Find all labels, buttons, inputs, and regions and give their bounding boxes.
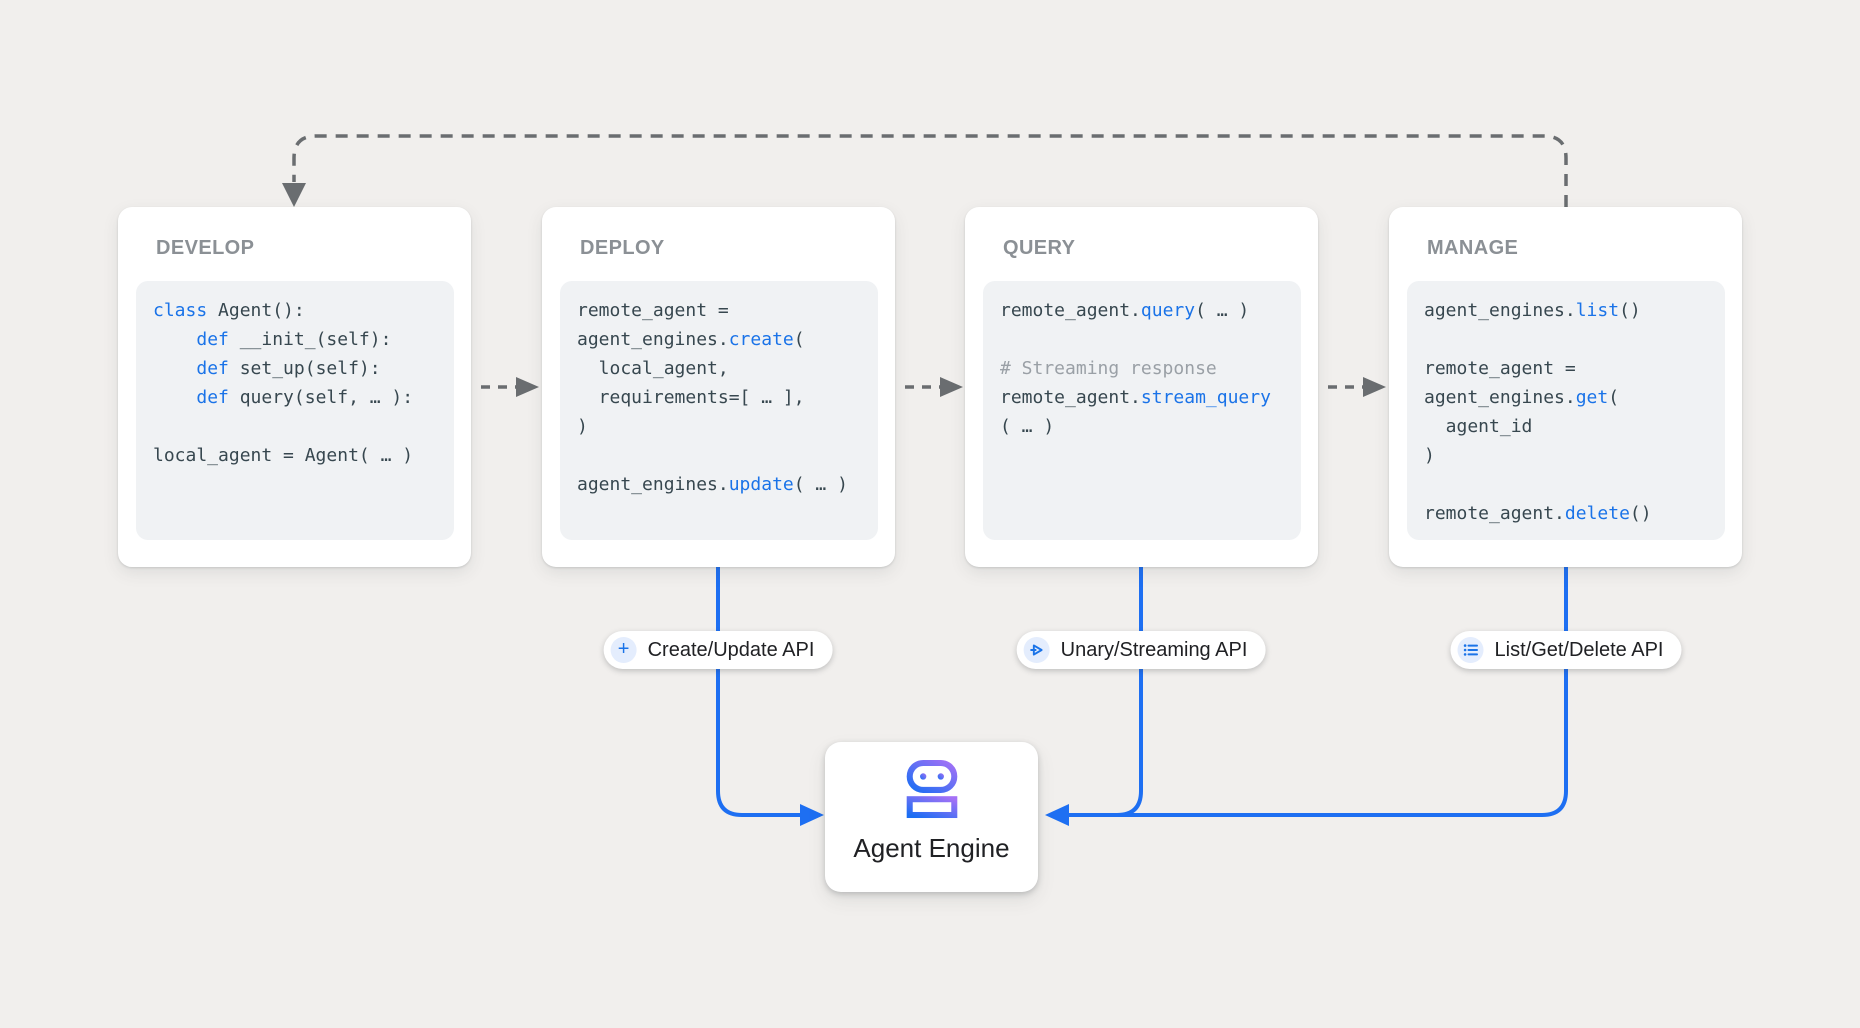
manage-code-block: agent_engines.list() remote_agent =agent… <box>1407 281 1725 540</box>
plus-icon: + <box>610 637 637 663</box>
list-icon <box>1457 637 1484 663</box>
arrowhead-right-icon <box>940 377 963 397</box>
query-to-engine-line <box>1069 567 1143 817</box>
deploy-to-engine-line <box>716 567 824 826</box>
agent-engine-card: Agent Engine <box>825 742 1038 892</box>
manage-to-engine-line <box>1045 567 1568 826</box>
manage-to-develop-dashed-connector <box>282 134 1568 207</box>
manage-title: MANAGE <box>1427 237 1519 259</box>
develop-title: DEVELOP <box>156 237 255 259</box>
arrowhead-right-icon <box>1363 377 1386 397</box>
pill-label: List/Get/Delete API <box>1494 638 1664 661</box>
deploy-code-block: remote_agent =agent_engines.create( loca… <box>560 281 878 540</box>
deploy-card: DEPLOY remote_agent =agent_engines.creat… <box>542 207 895 567</box>
develop-code-block: class Agent(): def __init_(self): def se… <box>136 281 454 540</box>
robot-icon <box>906 759 957 819</box>
query-code-block: remote_agent.query( … ) # Streaming resp… <box>983 281 1301 540</box>
unary-streaming-api-pill: Unary/Streaming API <box>1016 631 1266 669</box>
arrowhead-down-icon <box>282 183 306 207</box>
agent-engine-label: Agent Engine <box>853 833 1010 863</box>
query-card: QUERY remote_agent.query( … ) # Streamin… <box>965 207 1318 567</box>
list-get-delete-api-pill: List/Get/Delete API <box>1450 631 1682 669</box>
pill-label: Create/Update API <box>647 638 815 661</box>
arrowhead-right-icon <box>516 377 539 397</box>
send-icon <box>1023 637 1050 663</box>
query-to-manage-arrow <box>1328 377 1386 397</box>
manage-card: MANAGE agent_engines.list() remote_agent… <box>1389 207 1742 567</box>
query-title: QUERY <box>1003 237 1076 259</box>
develop-card: DEVELOP class Agent(): def __init_(self)… <box>118 207 471 567</box>
create-update-api-pill: + Create/Update API <box>603 631 833 669</box>
arrowhead-right-icon <box>800 804 824 826</box>
deploy-title: DEPLOY <box>580 237 665 259</box>
develop-to-deploy-arrow <box>481 377 539 397</box>
arrowhead-left-icon <box>1045 804 1069 826</box>
deploy-to-query-arrow <box>905 377 963 397</box>
pill-label: Unary/Streaming API <box>1060 638 1248 661</box>
